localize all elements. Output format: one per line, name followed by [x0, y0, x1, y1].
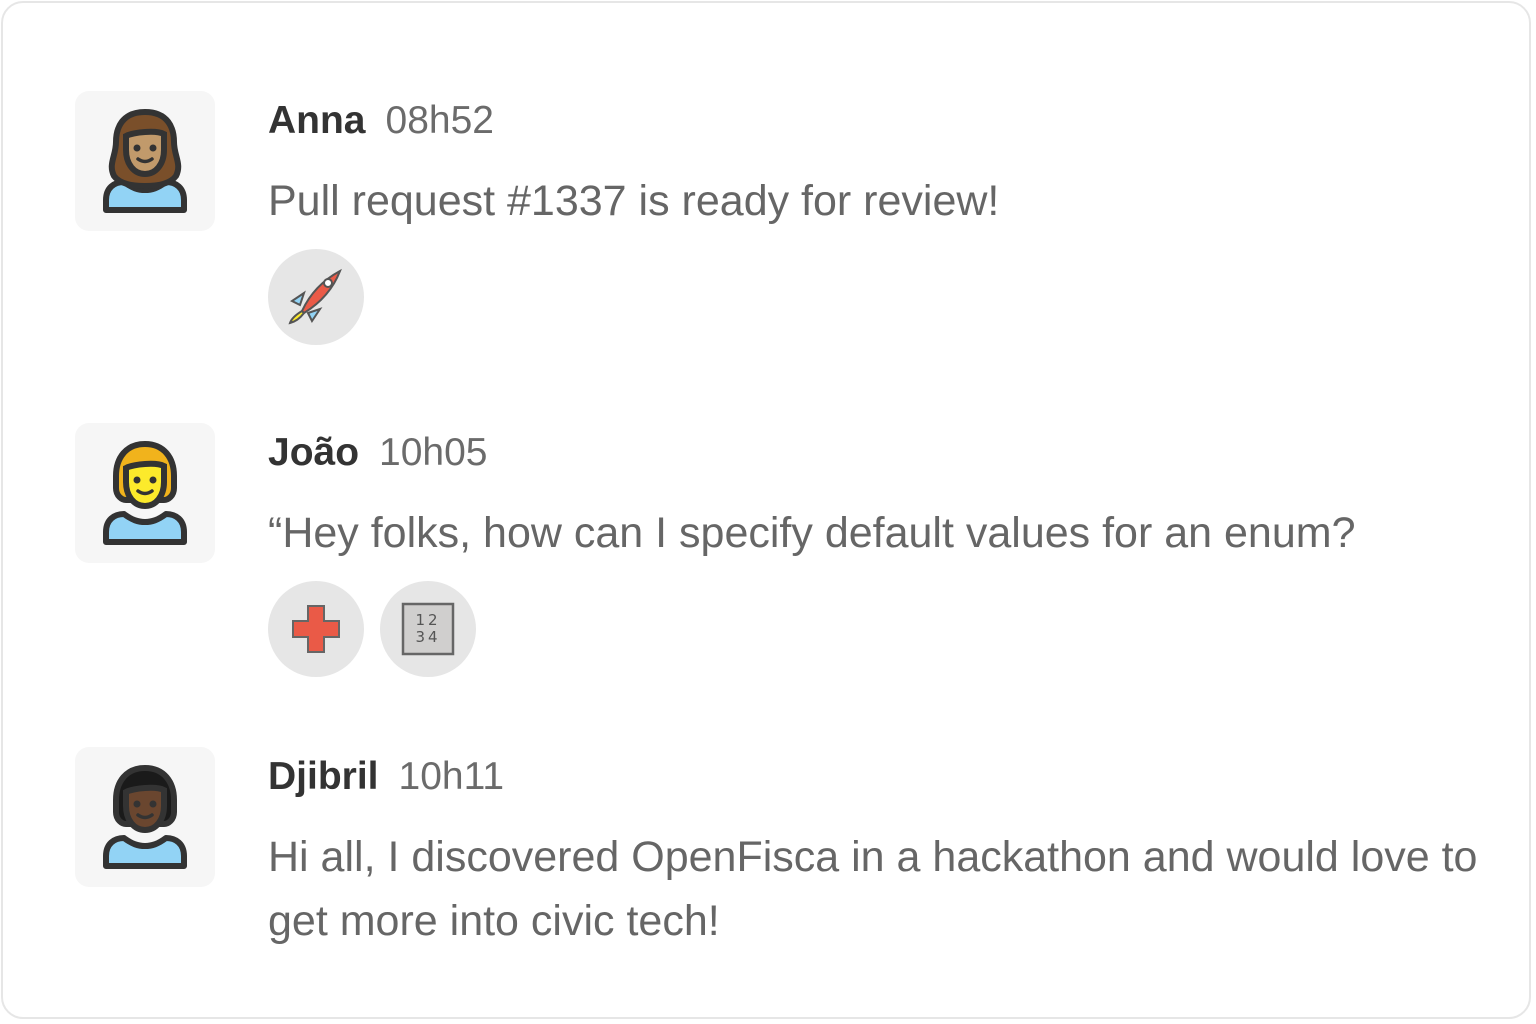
avatar	[75, 747, 215, 887]
author-name[interactable]: João	[268, 431, 360, 474]
reaction-rocket[interactable]	[268, 249, 364, 345]
timestamp: 10h05	[379, 431, 488, 474]
person-avatar-icon	[103, 108, 187, 213]
message-text: Pull request #1337 is ready for review!	[268, 177, 1000, 225]
timestamp: 10h11	[398, 755, 505, 798]
reaction-input-numbers[interactable]: 12 34	[380, 581, 476, 677]
timestamp: 08h52	[385, 99, 494, 142]
author-name[interactable]: Djibril	[268, 755, 379, 798]
numbers-top: 12	[415, 611, 440, 629]
message-text: Hi all, I discovered OpenFisca in a hack…	[268, 833, 1478, 945]
reaction-red-cross[interactable]	[268, 581, 364, 677]
person-avatar-icon	[103, 440, 187, 545]
numbers-bottom: 34	[415, 628, 440, 646]
red-cross-icon	[292, 605, 340, 653]
input-numbers-icon: 12 34	[401, 602, 455, 656]
avatar	[75, 423, 215, 563]
avatar	[75, 91, 215, 231]
message-text: “Hey folks, how can I specify default va…	[268, 509, 1356, 557]
rocket-icon	[288, 268, 342, 325]
person-avatar-icon	[103, 764, 187, 869]
author-name[interactable]: Anna	[268, 99, 366, 142]
